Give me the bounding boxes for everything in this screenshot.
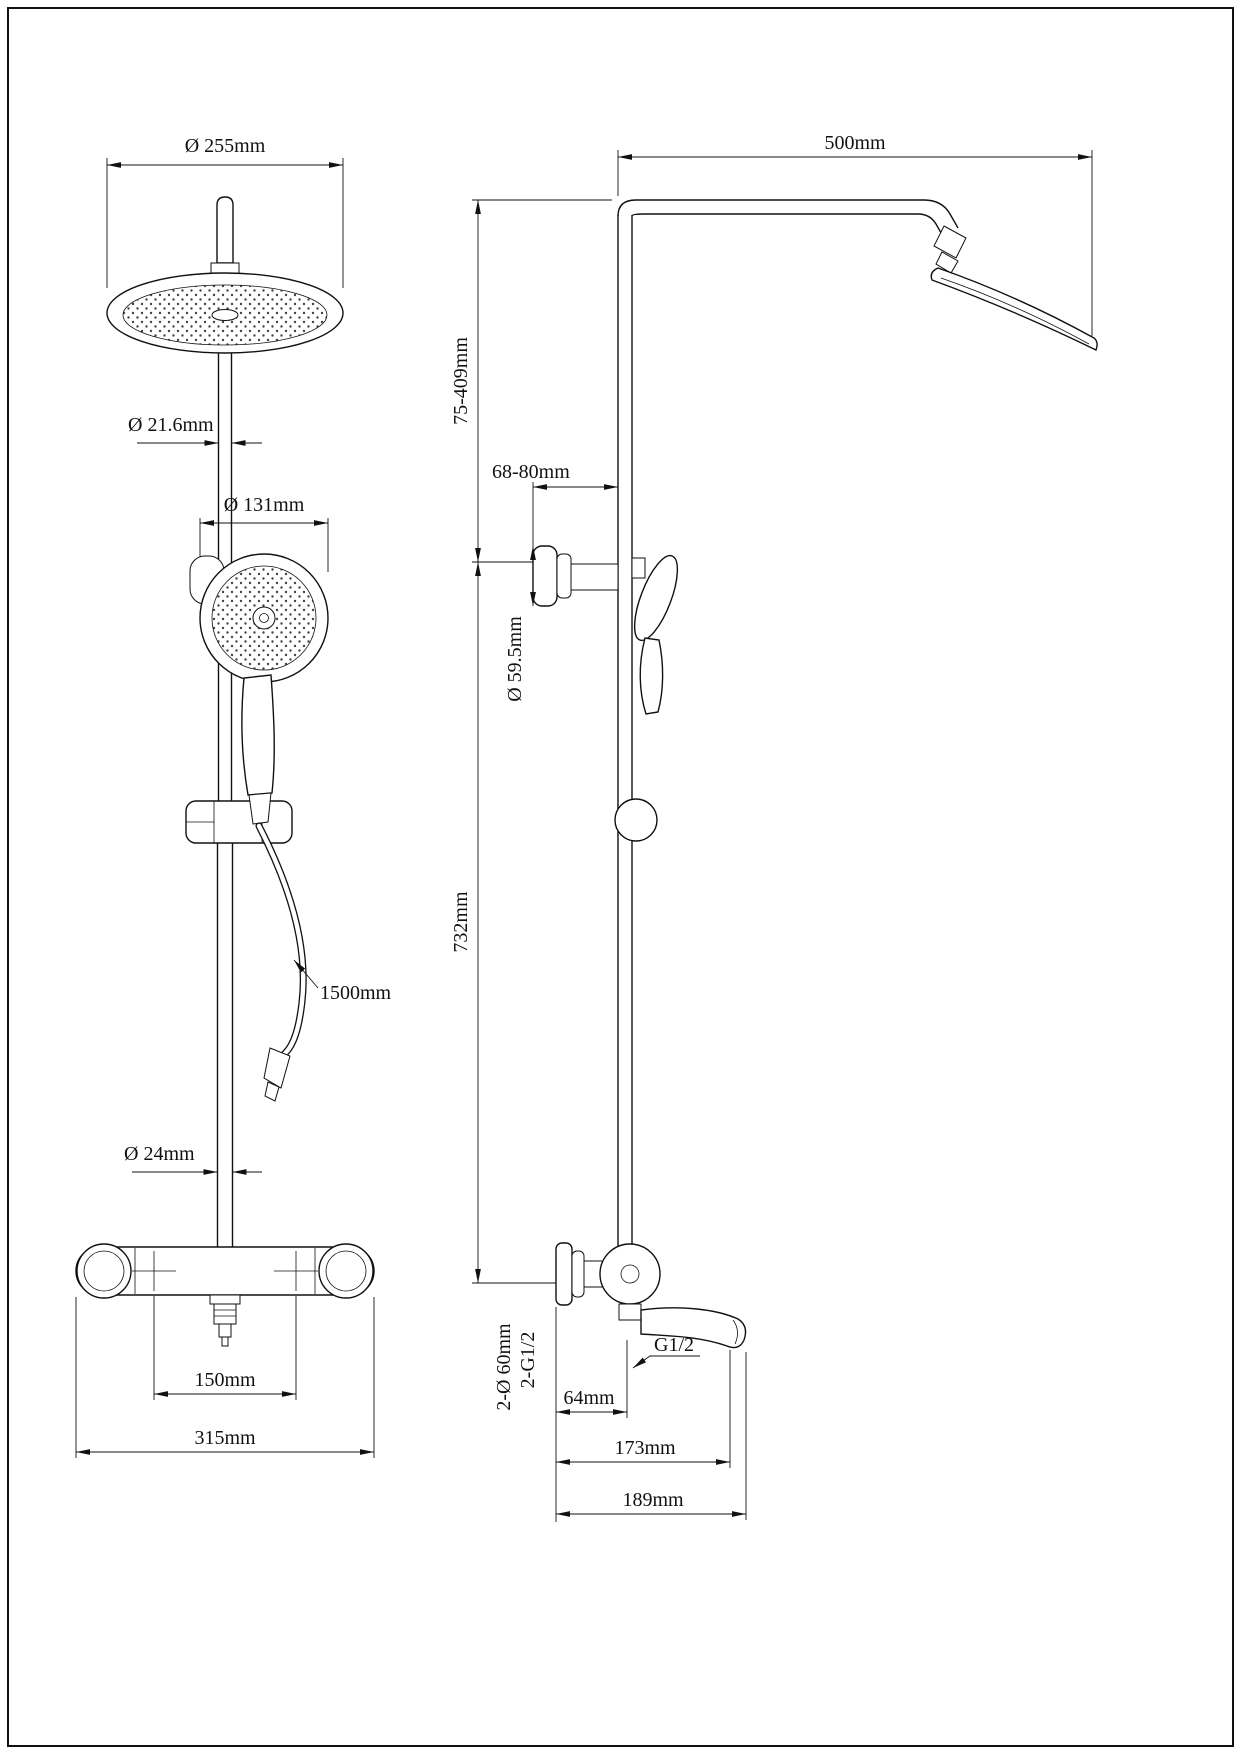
side-valve-body [599, 1243, 661, 1305]
side-wall-bracket [532, 545, 619, 607]
hose-fitting [263, 1047, 291, 1089]
body-width-label: 315mm [194, 1427, 256, 1449]
front-faucet-body [75, 1243, 375, 1347]
callout-hose-length: 1500mm [293, 959, 392, 1004]
hand-shower-diameter-label: Ø 131mm [224, 494, 305, 516]
dim-upper-pipe-diameter: Ø 21.6mm [128, 414, 262, 446]
wall-clearance-label: 68-80mm [492, 461, 570, 483]
dim-wall-clearance: 68-80mm [492, 461, 618, 546]
front-riser-pipe [216, 352, 234, 1247]
inlet-thread-label: 2-G1/2 [517, 1332, 539, 1389]
side-hand-shower [631, 554, 679, 715]
dim-head-height-range: 75-409mm [450, 199, 612, 563]
riser-length-label: 732mm [450, 891, 472, 953]
dim-head-diameter: Ø 255mm [106, 135, 344, 288]
dim-spout-reach: 173mm [556, 1350, 731, 1468]
front-slide-bracket [185, 800, 293, 844]
side-top-arm [617, 199, 967, 274]
upper-pipe-diameter-label: Ø 21.6mm [128, 414, 214, 436]
front-shower-hose [255, 822, 307, 1102]
front-view: Ø 255mm Ø 21.6mm Ø 131mm [75, 135, 392, 1458]
tub-spout [640, 1307, 747, 1349]
riser-diameter-label: Ø 24mm [124, 1143, 195, 1165]
drawing-border [7, 7, 1234, 1747]
side-view: 500mm 75-409mm 68-80mm Ø 59.5mm [450, 132, 1098, 1522]
side-slider-ring [614, 798, 658, 842]
dim-overall-depth: 189mm [556, 1352, 747, 1520]
spout-reach-label: 173mm [614, 1437, 676, 1459]
left-valve-cap [76, 1243, 132, 1299]
head-diameter-label: Ø 255mm [185, 135, 266, 157]
dim-spout-offset: 64mm [555, 1307, 628, 1522]
spout-offset-label: 64mm [563, 1387, 615, 1409]
front-overhead-shower [106, 272, 344, 354]
side-riser-pipe [617, 215, 633, 1247]
dim-valve-center-distance: 150mm [153, 1296, 297, 1400]
spout-thread-label: G1/2 [654, 1334, 694, 1356]
hose-length-label: 1500mm [320, 982, 392, 1004]
head-height-range-label: 75-409mm [450, 337, 472, 425]
right-valve-cap [318, 1243, 374, 1299]
dim-riser-length: 732mm [450, 562, 556, 1284]
dim-bracket-diameter: Ø 59.5mm [504, 546, 536, 702]
bracket-diameter-label: Ø 59.5mm [504, 616, 526, 702]
valve-center-distance-label: 150mm [194, 1369, 256, 1391]
dim-arm-length: 500mm [617, 132, 1093, 336]
dim-body-width: 315mm [75, 1297, 375, 1458]
side-faucet [555, 1242, 747, 1349]
front-diverter-knob [209, 1294, 241, 1347]
valve-centerline-crosses [132, 1251, 318, 1291]
front-hand-shower [189, 553, 329, 825]
wall-flange [555, 1242, 573, 1306]
arm-connector-nut [933, 225, 967, 259]
arm-length-label: 500mm [824, 132, 886, 154]
overall-depth-label: 189mm [622, 1489, 684, 1511]
dim-riser-diameter: Ø 24mm [124, 1143, 262, 1175]
flange-spec-label: 2-Ø 60mm [493, 1323, 515, 1411]
callout-spout-thread: G1/2 [632, 1334, 700, 1369]
side-overhead-shower [930, 267, 1098, 351]
